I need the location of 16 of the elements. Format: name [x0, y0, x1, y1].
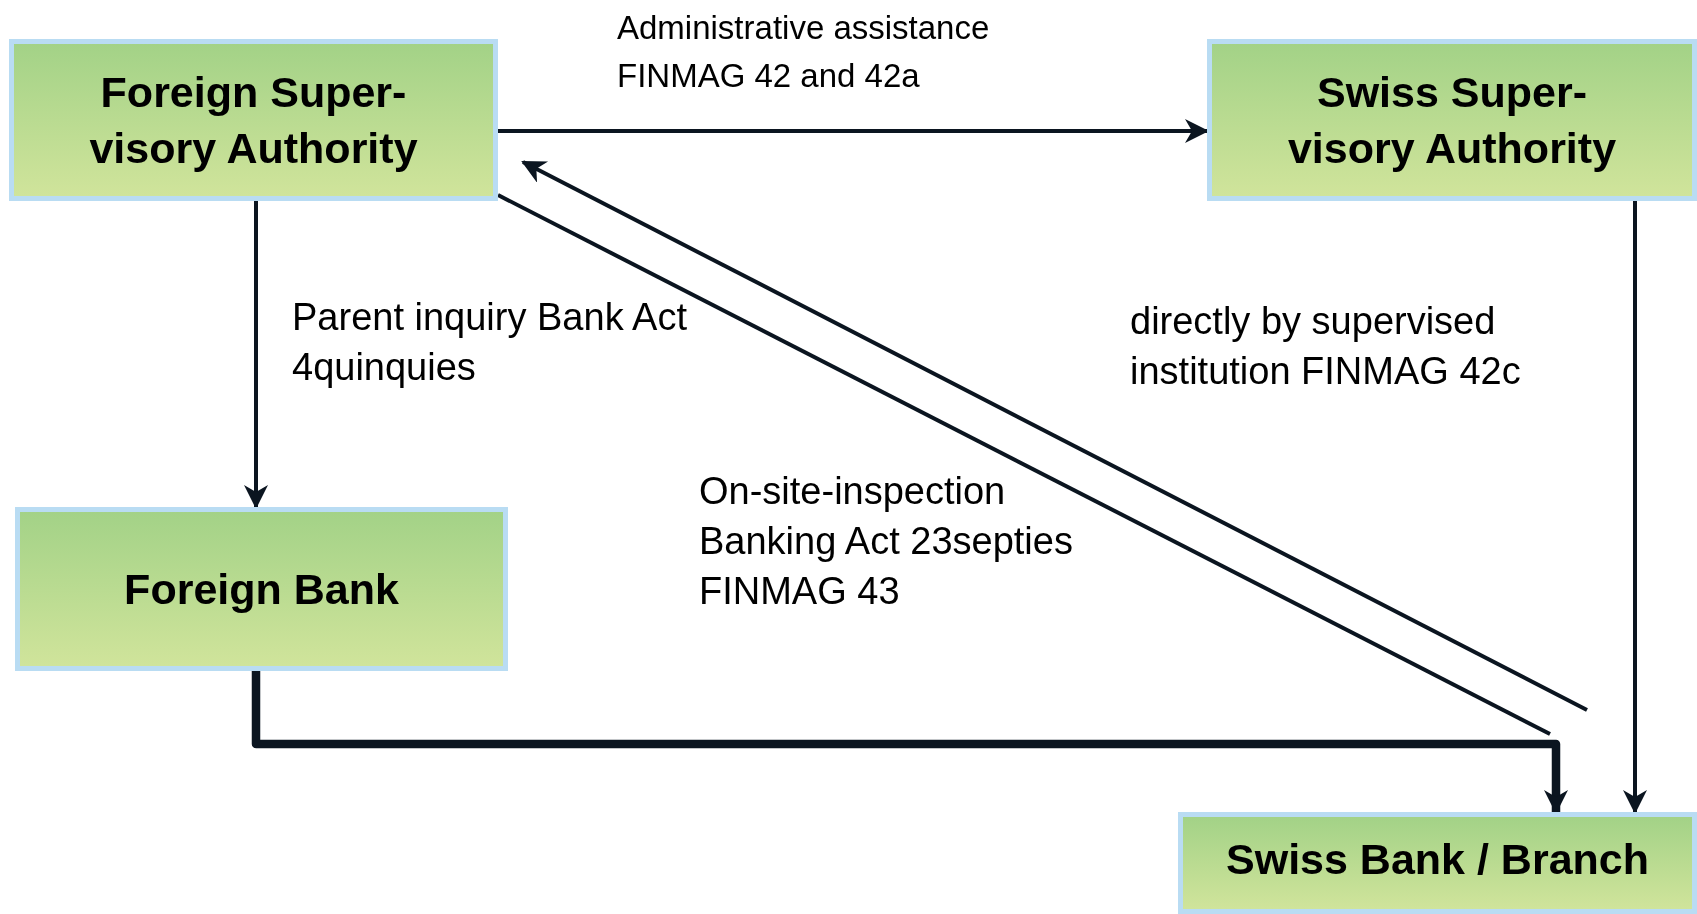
arrow: [498, 119, 1209, 143]
edge-label: On-site-inspection Banking Act 23septies FINMAG 43: [699, 469, 1074, 614]
entity-box: [9, 39, 498, 201]
entity-box: [1207, 39, 1697, 201]
edge-label: Administrative assistance FINMAG 42 and 42a: [617, 8, 991, 96]
arrow: [244, 201, 268, 509]
entity-box: [1178, 812, 1697, 914]
entity-name: Foreign Super- visory Authority: [88, 67, 419, 174]
edge-label: Parent inquiry Bank Act 4quinquies: [292, 295, 688, 390]
entity-name: Swiss Super- visory Authority: [1286, 67, 1618, 174]
arrow: [251, 671, 1568, 814]
arrow: [1623, 201, 1647, 814]
edge-label: directly by supervised institution FINMAG 42c: [1130, 299, 1522, 394]
entity-box: [15, 507, 508, 671]
entity-name: Swiss Bank / Branch: [1226, 834, 1649, 885]
entity-name: Foreign Bank: [124, 564, 399, 615]
